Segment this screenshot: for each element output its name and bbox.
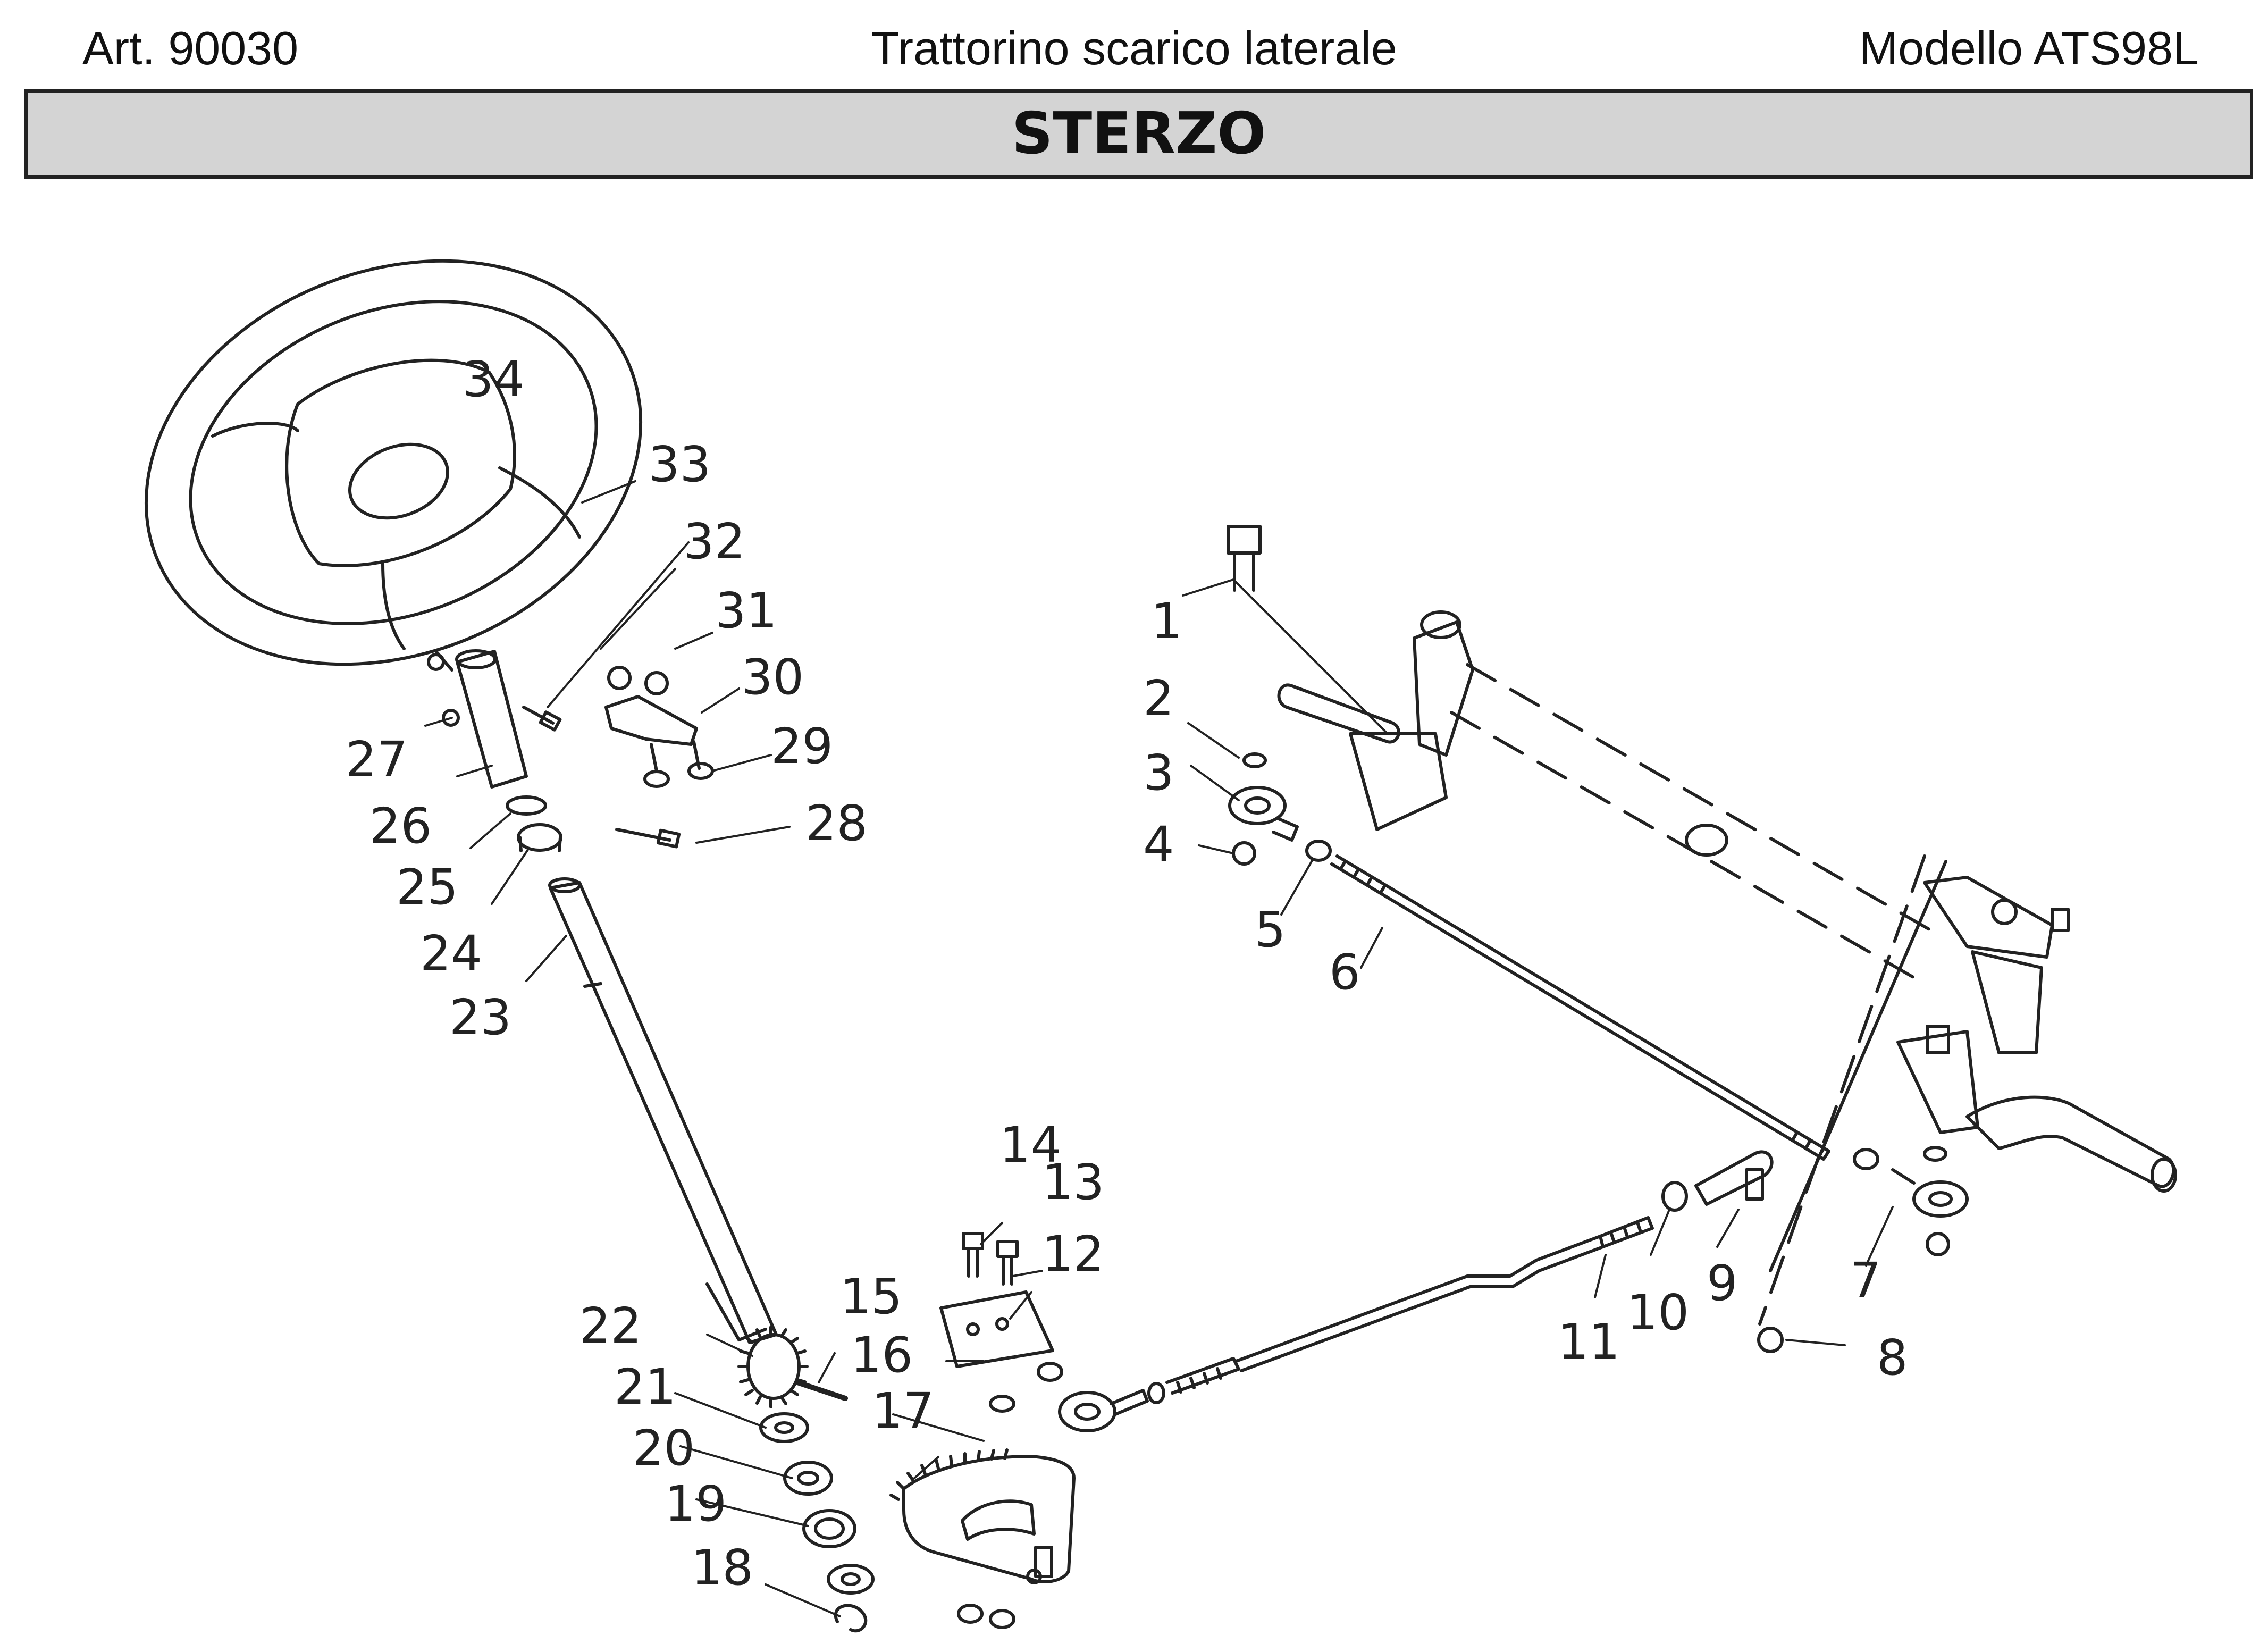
callout-34: 34 [463, 351, 525, 408]
callout-1: 1 [1151, 593, 1182, 650]
callout-8: 8 [1877, 1329, 1908, 1386]
bolt-1 [1227, 525, 1262, 555]
nut-31a [607, 666, 632, 690]
nut-27b [442, 709, 460, 727]
callout-30: 30 [742, 649, 804, 706]
washer-21 [759, 1412, 809, 1443]
callout-20: 20 [633, 1420, 695, 1477]
bracket-30 [604, 666, 714, 788]
bushing-19 [802, 1509, 856, 1548]
callout-5: 5 [1255, 901, 1286, 958]
clip-25 [506, 795, 547, 816]
callout-24: 24 [420, 925, 482, 982]
callout-29: 29 [771, 718, 833, 775]
bolt-29b [687, 762, 714, 780]
callout-7: 7 [1850, 1252, 1881, 1309]
pin-15 [795, 1380, 848, 1401]
callout-19: 19 [665, 1475, 727, 1532]
callout-21: 21 [614, 1359, 676, 1415]
steering-wheel [144, 259, 643, 672]
callout-22: 22 [579, 1297, 642, 1354]
callout-9: 9 [1707, 1255, 1738, 1312]
pinion-assembly [737, 1326, 875, 1633]
page-header: Art. 90030 Trattorino scarico laterale M… [0, 0, 2268, 90]
callout-14: 14 [999, 1117, 1062, 1173]
callout-13: 13 [1042, 1154, 1104, 1211]
tie-rod-end-3 [1228, 786, 1287, 825]
callout-10: 10 [1627, 1284, 1689, 1341]
callout-23: 23 [449, 989, 511, 1046]
nut-8 [1757, 1327, 1784, 1353]
bolt-29a [643, 770, 670, 788]
tie-rod-end-7 [1912, 1180, 1969, 1218]
callout-6: 6 [1329, 944, 1360, 1001]
tie-rod-6 [1228, 752, 1969, 1256]
nut-27a [427, 653, 445, 671]
nut-10 [1661, 1181, 1688, 1212]
washer-2 [1242, 752, 1267, 768]
callout-3: 3 [1143, 744, 1174, 801]
callout-2: 2 [1143, 670, 1174, 727]
article-number: Art. 90030 [82, 22, 299, 74]
callout-25: 25 [396, 859, 458, 916]
callout-18: 18 [691, 1539, 753, 1596]
ball-joint-9 [1694, 1150, 1774, 1206]
washer-16 [989, 1395, 1015, 1413]
washer-18 [827, 1564, 875, 1595]
section-title: STERZO [24, 89, 2253, 179]
leader-lines [424, 480, 1894, 1617]
callout-32: 32 [683, 513, 745, 570]
front-axle [1227, 525, 2177, 1353]
callout-4: 4 [1143, 816, 1174, 873]
plate-12 [939, 1290, 1054, 1368]
bushing-24 [517, 823, 562, 852]
callout-17: 17 [872, 1382, 934, 1439]
bushing-20 [783, 1461, 833, 1496]
callout-33: 33 [649, 436, 711, 493]
callout-labels: 1 2 3 4 5 6 7 8 9 10 11 12 13 14 15 16 1… [346, 351, 1908, 1596]
steering-shaft [548, 877, 778, 1344]
callout-31: 31 [715, 582, 777, 639]
nut-31b [644, 671, 669, 695]
upper-column [427, 649, 681, 852]
bolt-13 [996, 1240, 1019, 1258]
drag-link-11 [1058, 1150, 1774, 1432]
callout-16: 16 [851, 1327, 913, 1383]
callout-27: 27 [346, 731, 408, 788]
pinion-22 [746, 1333, 801, 1400]
callout-15: 15 [840, 1268, 902, 1325]
sector-gear-17 [889, 1232, 1076, 1629]
product-name: Trattorino scarico laterale [871, 22, 1397, 74]
nut-5 [1305, 840, 1332, 862]
hub-cover [348, 442, 449, 520]
callout-12: 12 [1042, 1226, 1104, 1282]
bolt-14 [962, 1232, 984, 1250]
callout-26: 26 [369, 798, 432, 854]
callout-11: 11 [1558, 1313, 1620, 1370]
nut-4 [1232, 841, 1256, 866]
callout-28: 28 [805, 795, 868, 852]
ball-joint-left [1058, 1391, 1116, 1432]
model-name: Modello ATS98L [1859, 22, 2199, 74]
